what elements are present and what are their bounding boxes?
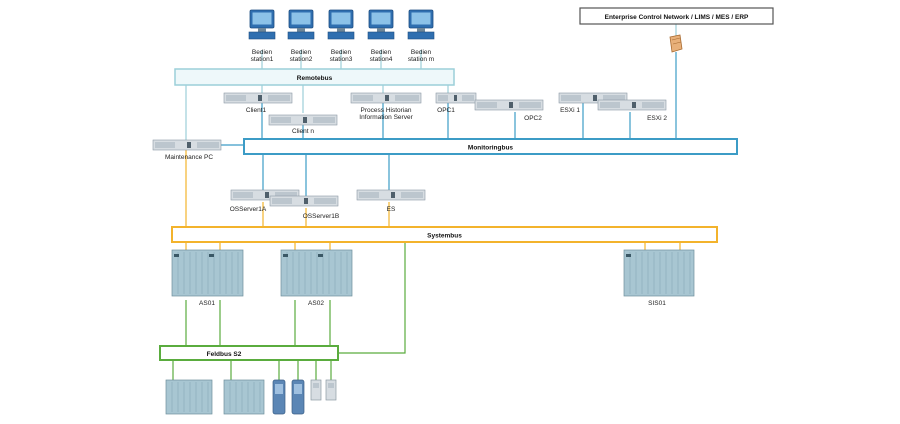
server-icon	[223, 92, 293, 104]
server-label: ESXi 2	[647, 115, 667, 122]
server-client1[interactable]: Client1	[223, 92, 293, 114]
server-icon	[152, 139, 222, 151]
server-label-line2: Information Server	[359, 114, 413, 121]
enterprise-network-label: Enterprise Control Network / LIMS / MES …	[605, 14, 749, 21]
server-label: ES	[387, 206, 396, 213]
server-esxi1[interactable]: ESXi 1	[558, 92, 628, 114]
station-label-line1: Bedien	[291, 49, 312, 56]
server-label: OSServer1A	[230, 206, 267, 213]
computer-icon	[407, 9, 435, 40]
server-icon	[230, 189, 300, 201]
computer-icon	[287, 9, 315, 40]
controller-label: AS01	[199, 300, 215, 307]
controller-rack-icon	[280, 249, 353, 297]
operator-station-3[interactable]: Bedien station3	[327, 9, 355, 63]
connection-lines	[172, 22, 681, 380]
server-label: Maintenance PC	[165, 154, 213, 161]
server-osserver1a[interactable]: OSServer1A	[230, 189, 300, 213]
server-label: OPC1	[437, 107, 455, 114]
server-process-historian[interactable]: Process Historian Information Server	[350, 92, 422, 121]
server-icon	[435, 92, 477, 104]
remote-io-rack-2[interactable]	[223, 379, 265, 415]
feldbus-label: Feldbus S2	[207, 351, 242, 358]
remote-io-rack-1[interactable]	[165, 379, 213, 415]
server-opc1[interactable]: OPC1	[435, 92, 477, 114]
computer-icon	[248, 9, 276, 40]
operator-station-m[interactable]: Bedien station m	[407, 9, 435, 63]
station-label-line2: station3	[330, 56, 353, 63]
server-icon	[268, 114, 338, 126]
station-label-line1: Bedien	[331, 49, 352, 56]
server-label: Client1	[246, 107, 267, 114]
field-devices	[165, 379, 337, 415]
computer-icon	[327, 9, 355, 40]
server-icon	[558, 92, 628, 104]
server-icon	[597, 99, 667, 111]
systembus: Systembus	[171, 226, 718, 243]
operator-station-1[interactable]: Bedien station1	[248, 9, 276, 63]
server-clientn[interactable]: Client n	[268, 114, 338, 135]
field-device-3[interactable]	[310, 379, 322, 401]
operator-station-2[interactable]: Bedien station2	[287, 9, 315, 63]
firewall-icon	[669, 34, 683, 53]
feldbus: Feldbus S2	[159, 345, 339, 361]
remotebus-label: Remotebus	[297, 75, 333, 82]
station-label-line2: station m	[408, 56, 434, 63]
station-label-line2: station2	[290, 56, 313, 63]
station-label-line1: Bedien	[252, 49, 273, 56]
systembus-label: Systembus	[427, 233, 462, 240]
controller-rack-icon	[171, 249, 244, 297]
server-es[interactable]: ES	[356, 189, 426, 213]
station-label-line1: Bedien	[371, 49, 392, 56]
automation-system-as02[interactable]: AS02	[280, 249, 353, 307]
server-label: OPC2	[524, 115, 542, 122]
automation-systems: AS01 AS02	[171, 249, 695, 307]
server-devices: Client1 Client n Process Historian Infor…	[152, 92, 667, 220]
server-icon	[269, 195, 339, 207]
server-icon	[474, 99, 544, 111]
station-label-line2: station1	[251, 56, 274, 63]
server-osserver1b[interactable]: OSServer1B	[269, 195, 340, 220]
controller-label: AS02	[308, 300, 324, 307]
server-maintenance-pc[interactable]: Maintenance PC	[152, 139, 222, 161]
station-label-line1: Bedien	[411, 49, 432, 56]
station-label-line2: station4	[370, 56, 393, 63]
server-label: OSServer1B	[303, 213, 340, 220]
field-device-1[interactable]	[272, 379, 286, 415]
server-opc2[interactable]: OPC2	[474, 99, 544, 122]
controller-label: SIS01	[648, 300, 666, 307]
server-icon	[356, 189, 426, 201]
server-esxi2[interactable]: ESXi 2	[597, 99, 667, 122]
controller-rack-icon	[623, 249, 695, 297]
server-label: Client n	[292, 128, 314, 135]
field-device-4[interactable]	[325, 379, 337, 401]
operator-station-4[interactable]: Bedien station4	[367, 9, 395, 63]
automation-system-as01[interactable]: AS01	[171, 249, 244, 307]
field-device-2[interactable]	[291, 379, 305, 415]
server-label-line1: Process Historian	[361, 107, 412, 114]
remotebus: Remotebus	[174, 68, 455, 86]
monitoringbus-label: Monitoringbus	[468, 145, 514, 152]
safety-system-sis01[interactable]: SIS01	[623, 249, 695, 307]
server-label: ESXi 1	[560, 107, 580, 114]
enterprise-network-box: Enterprise Control Network / LIMS / MES …	[579, 7, 774, 25]
monitoringbus: Monitoringbus	[243, 138, 738, 155]
server-icon	[350, 92, 422, 104]
computer-icon	[367, 9, 395, 40]
operator-stations: Bedien station1 Bedien station2 Bedien s…	[248, 9, 435, 63]
